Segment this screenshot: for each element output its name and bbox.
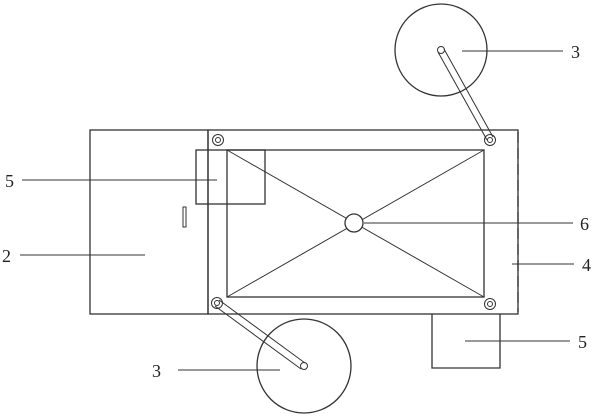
small-slot xyxy=(182,206,187,228)
label-top-reel: 3 xyxy=(571,42,580,62)
corner-bolt-br xyxy=(484,298,496,310)
label-bottom-reel: 3 xyxy=(152,361,161,381)
bottom-reel xyxy=(256,318,352,414)
label-left-body: 2 xyxy=(2,246,11,266)
corner-bolt-tr xyxy=(484,134,496,146)
center-hub xyxy=(344,213,364,233)
top-left-box xyxy=(195,149,266,205)
label-left-box: 5 xyxy=(5,171,14,191)
top-reel-arm xyxy=(437,48,494,141)
left-body xyxy=(89,129,209,315)
bottom-reel-arm xyxy=(214,299,306,370)
corner-bolt-tl xyxy=(212,134,224,146)
top-reel xyxy=(394,3,488,97)
bottom-reel-axle xyxy=(300,362,308,370)
label-right-edge: 4 xyxy=(582,255,591,275)
label-center-hub: 6 xyxy=(580,214,589,234)
label-bottom-box: 5 xyxy=(578,332,587,352)
